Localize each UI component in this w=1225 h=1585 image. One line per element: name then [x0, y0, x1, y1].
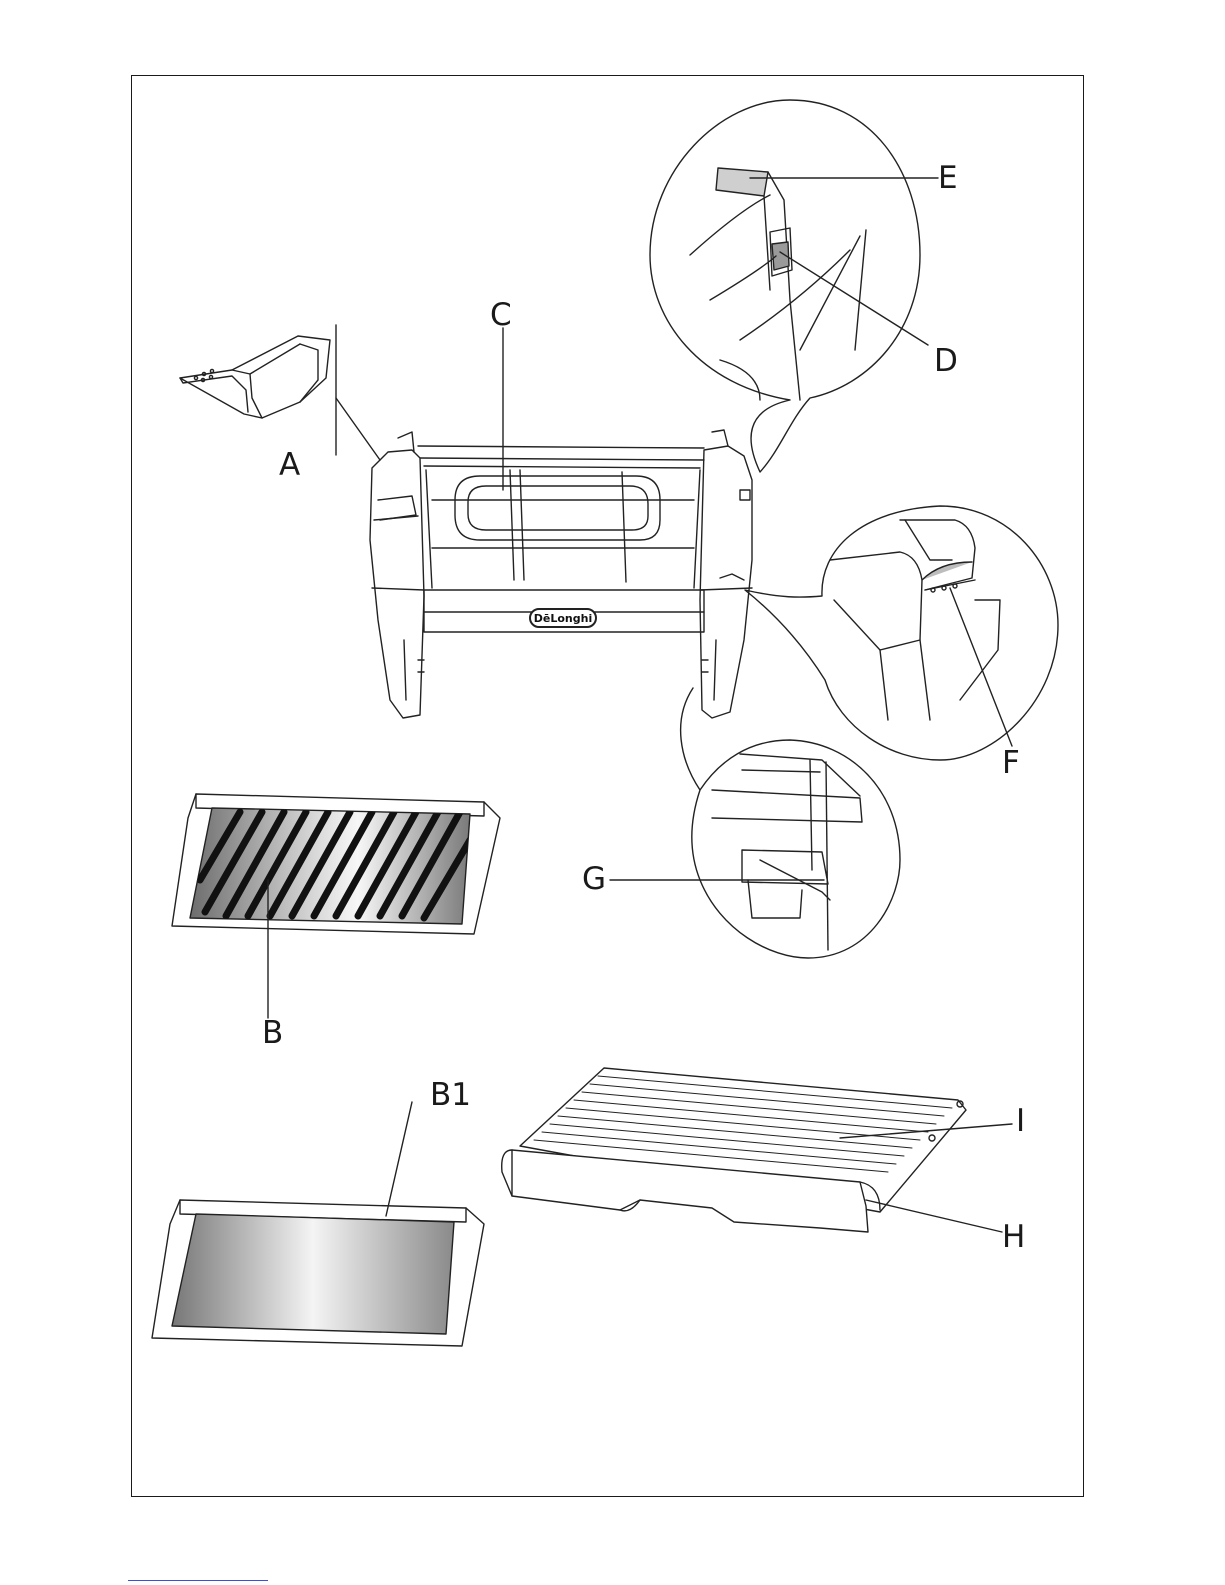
- label-b1: B1: [430, 1080, 471, 1111]
- footer-link-underline[interactable]: [128, 1580, 268, 1581]
- label-e: E: [938, 163, 958, 194]
- label-i: I: [1016, 1106, 1025, 1137]
- brand-logo-text: DēLonghi: [534, 612, 592, 625]
- part-a-tray: [180, 325, 380, 460]
- label-f: F: [1002, 748, 1020, 779]
- grill-body: [370, 328, 752, 718]
- label-a: A: [279, 450, 300, 481]
- part-b-grill-plate: [172, 794, 500, 1018]
- label-c: C: [490, 300, 512, 331]
- detail-circle-switch: [650, 100, 938, 472]
- part-b1-flat-plate: [152, 1102, 484, 1346]
- label-d: D: [934, 346, 958, 377]
- detail-circle-f: [745, 506, 1058, 760]
- part-h-i-rack: [502, 1068, 1012, 1232]
- label-g: G: [582, 864, 606, 895]
- label-b: B: [262, 1018, 283, 1049]
- label-h: H: [1002, 1222, 1025, 1253]
